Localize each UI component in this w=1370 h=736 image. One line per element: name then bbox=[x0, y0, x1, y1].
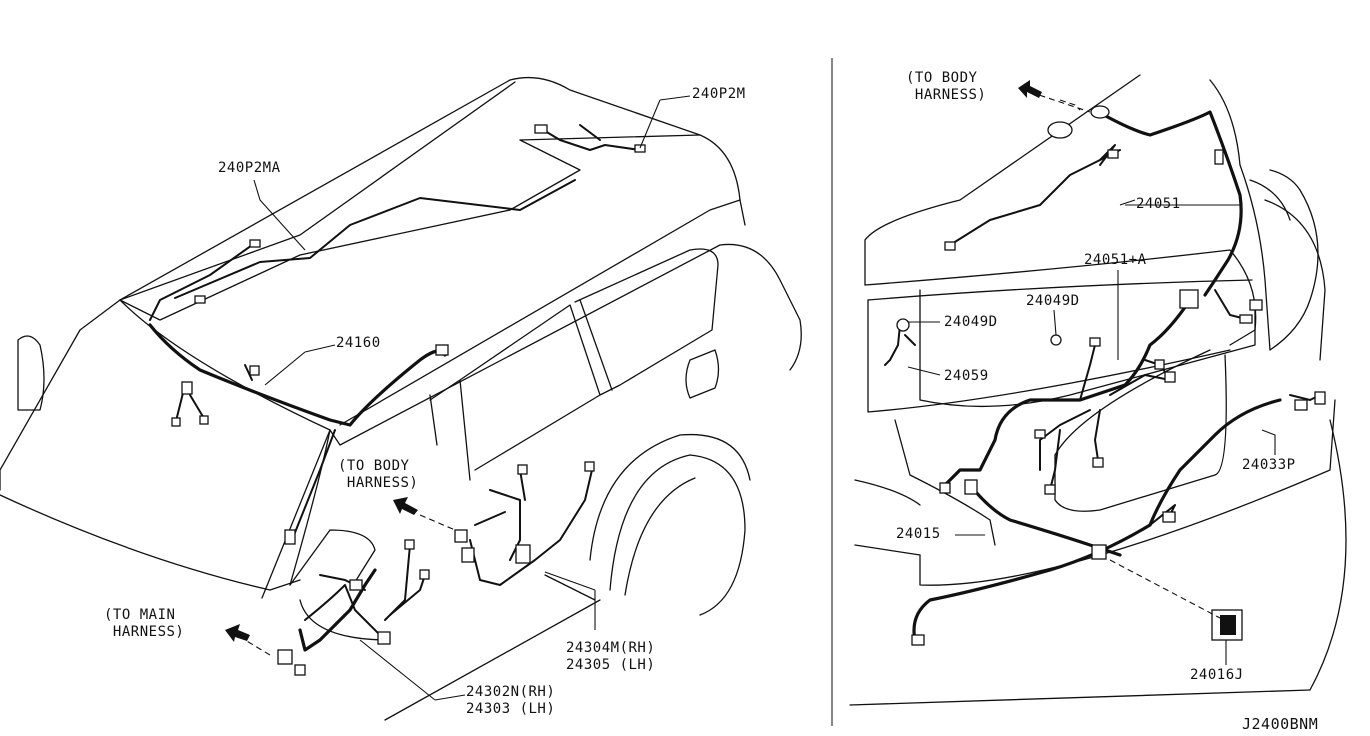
connector bbox=[1089, 337, 1101, 347]
connector bbox=[349, 579, 363, 591]
connector bbox=[634, 144, 646, 153]
connector bbox=[435, 344, 449, 356]
connector bbox=[911, 634, 925, 646]
connector bbox=[964, 479, 978, 495]
connector bbox=[939, 482, 951, 494]
part-label-24015: 24015 bbox=[896, 526, 941, 542]
arrow-icon bbox=[225, 624, 250, 642]
connector bbox=[277, 649, 293, 665]
callout-to-body-harness-left: (TO BODY HARNESS) bbox=[338, 458, 419, 491]
part-label-24160: 24160 bbox=[336, 335, 381, 351]
left-vehicle-body bbox=[0, 76, 802, 721]
part-label-240p2ma: 240P2MA bbox=[218, 160, 281, 176]
connector bbox=[534, 124, 548, 134]
connector bbox=[1314, 391, 1326, 405]
arrow-icon bbox=[1018, 80, 1042, 98]
part-label-24304m: 24304M(RH) 24305 (LH) bbox=[566, 640, 656, 673]
connector bbox=[1154, 359, 1165, 370]
connector bbox=[404, 539, 415, 550]
connector bbox=[515, 544, 531, 564]
connector bbox=[517, 464, 528, 475]
connector bbox=[199, 415, 209, 425]
part-label-24051: 24051 bbox=[1136, 196, 1181, 212]
right-leader-lines bbox=[907, 91, 1276, 665]
connector bbox=[1162, 511, 1176, 523]
connector bbox=[284, 529, 296, 545]
part-label-24049d-left: 24049D bbox=[944, 314, 998, 330]
connector bbox=[1239, 314, 1253, 324]
grommet bbox=[1047, 121, 1073, 139]
grommet bbox=[1090, 105, 1110, 119]
connector bbox=[454, 529, 468, 543]
callout-to-body-harness-right: (TO BODY HARNESS) bbox=[906, 70, 987, 103]
connector bbox=[181, 381, 193, 395]
connector bbox=[461, 547, 475, 563]
connector bbox=[944, 241, 956, 251]
connector bbox=[1249, 299, 1263, 311]
connector bbox=[419, 569, 430, 580]
connector bbox=[171, 417, 181, 427]
right-vehicle-body bbox=[849, 74, 1347, 706]
part-label-24049d-upper: 24049D bbox=[1026, 293, 1080, 309]
left-arrows bbox=[225, 497, 418, 642]
left-harness-routes bbox=[148, 124, 641, 652]
connector bbox=[249, 365, 260, 376]
connector bbox=[1179, 289, 1199, 309]
part-label-24016j: 24016J bbox=[1190, 667, 1244, 683]
connector-block bbox=[1220, 615, 1236, 635]
connector bbox=[1164, 371, 1176, 383]
diagram-id: J2400BNM bbox=[1242, 715, 1319, 733]
part-label-24302n: 24302N(RH) 24303 (LH) bbox=[466, 684, 556, 717]
part-label-24059: 24059 bbox=[944, 368, 989, 384]
right-connectors bbox=[896, 105, 1326, 646]
connector bbox=[584, 461, 595, 472]
part-label-240p2m: 240P2M bbox=[692, 86, 746, 102]
left-leader-lines bbox=[244, 95, 691, 701]
connector bbox=[1091, 544, 1107, 560]
part-label-24033p: 24033P bbox=[1242, 457, 1296, 473]
connector bbox=[1050, 334, 1062, 346]
connector bbox=[1294, 399, 1308, 411]
connector bbox=[1092, 457, 1104, 468]
connector bbox=[1034, 429, 1046, 439]
callout-to-main-harness: (TO MAIN HARNESS) bbox=[104, 607, 185, 640]
right-arrows bbox=[1018, 80, 1042, 98]
part-label-24051-a: 24051+A bbox=[1084, 252, 1147, 268]
connector bbox=[896, 318, 910, 332]
connector bbox=[1044, 484, 1056, 495]
connector bbox=[1107, 149, 1119, 159]
connector bbox=[194, 295, 206, 304]
left-connectors bbox=[171, 124, 646, 676]
arrow-icon bbox=[393, 497, 418, 515]
connector bbox=[1214, 149, 1224, 165]
connector bbox=[249, 239, 261, 248]
connector bbox=[294, 664, 306, 676]
connector bbox=[377, 631, 391, 645]
